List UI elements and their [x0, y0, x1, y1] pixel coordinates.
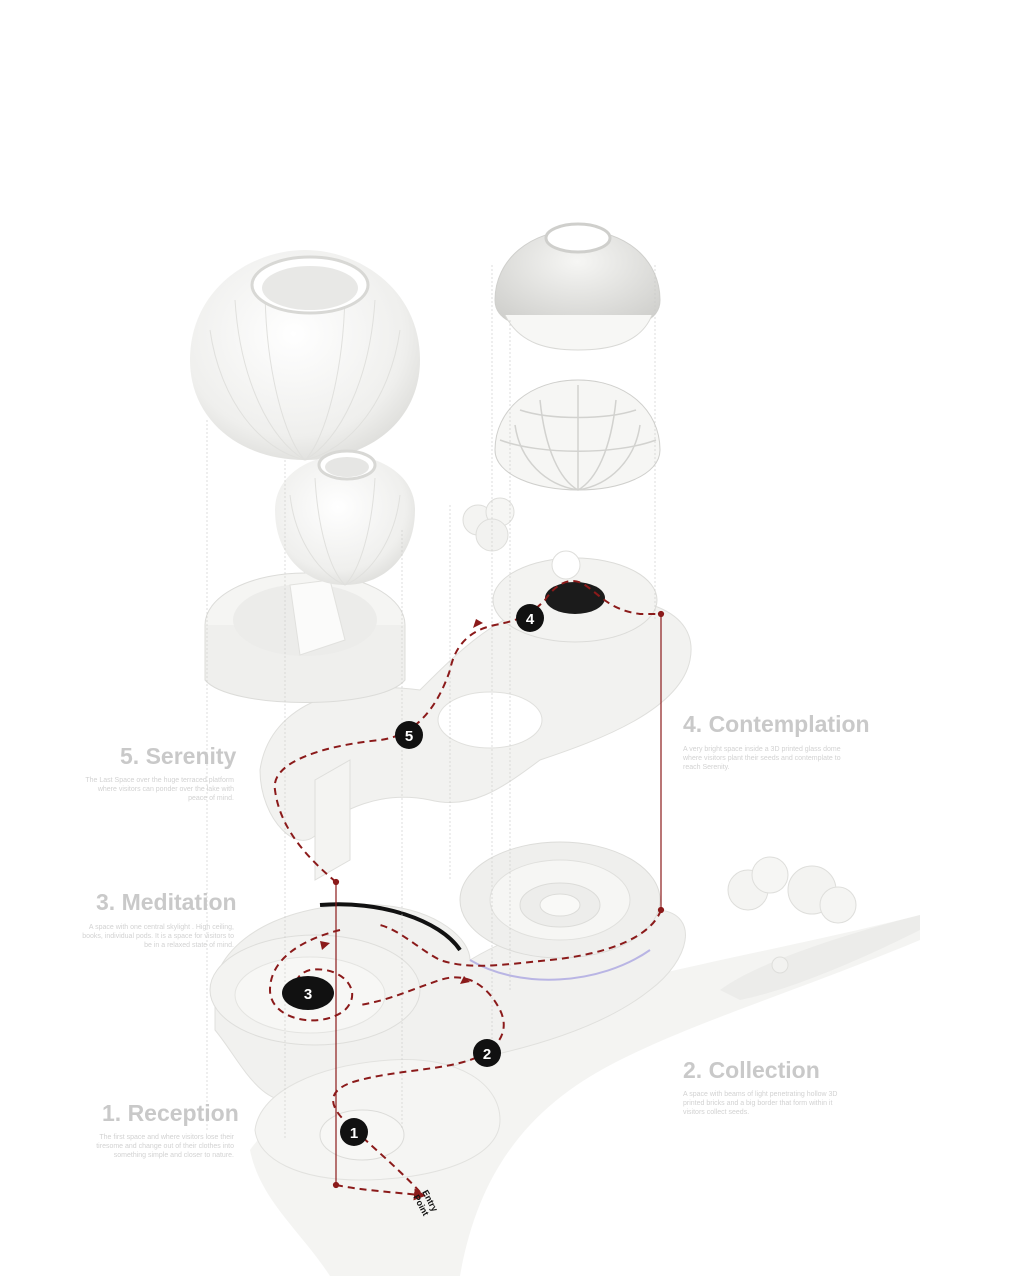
svg-text:1: 1 — [350, 1125, 358, 1142]
marker-2: 2 — [473, 1039, 501, 1067]
dome-frame — [495, 380, 660, 490]
meditation-title: 3. Meditation — [96, 889, 237, 916]
marker-5: 5 — [395, 721, 423, 749]
collection-description: A space with beams of light penetrating … — [683, 1090, 855, 1117]
marker-1: 1 — [340, 1118, 368, 1146]
meditation-description: A space with one central skylight . High… — [76, 923, 234, 950]
large-ribbed-dome — [190, 250, 420, 460]
reception-description: The first space and where visitors lose … — [82, 1133, 234, 1160]
reception-title: 1. Reception — [102, 1100, 239, 1127]
serenity-title: 5. Serenity — [120, 743, 236, 770]
glass-dome — [495, 224, 660, 350]
svg-text:5: 5 — [405, 728, 413, 745]
marker-4: 4 — [516, 604, 544, 632]
svg-text:3: 3 — [304, 986, 312, 1003]
serenity-ring-wall — [205, 573, 405, 703]
contemplation-title: 4. Contemplation — [683, 711, 870, 738]
contemplation-description: A very bright space inside a 3D printed … — [683, 745, 855, 772]
svg-text:4: 4 — [526, 611, 535, 628]
tree-top — [463, 498, 580, 579]
small-ribbed-dome — [275, 451, 415, 585]
marker-3: 3 — [282, 976, 334, 1010]
serenity-description: The Last Space over the huge terraced pl… — [82, 776, 234, 803]
collection-title: 2. Collection — [683, 1057, 820, 1084]
svg-text:2: 2 — [483, 1046, 491, 1063]
